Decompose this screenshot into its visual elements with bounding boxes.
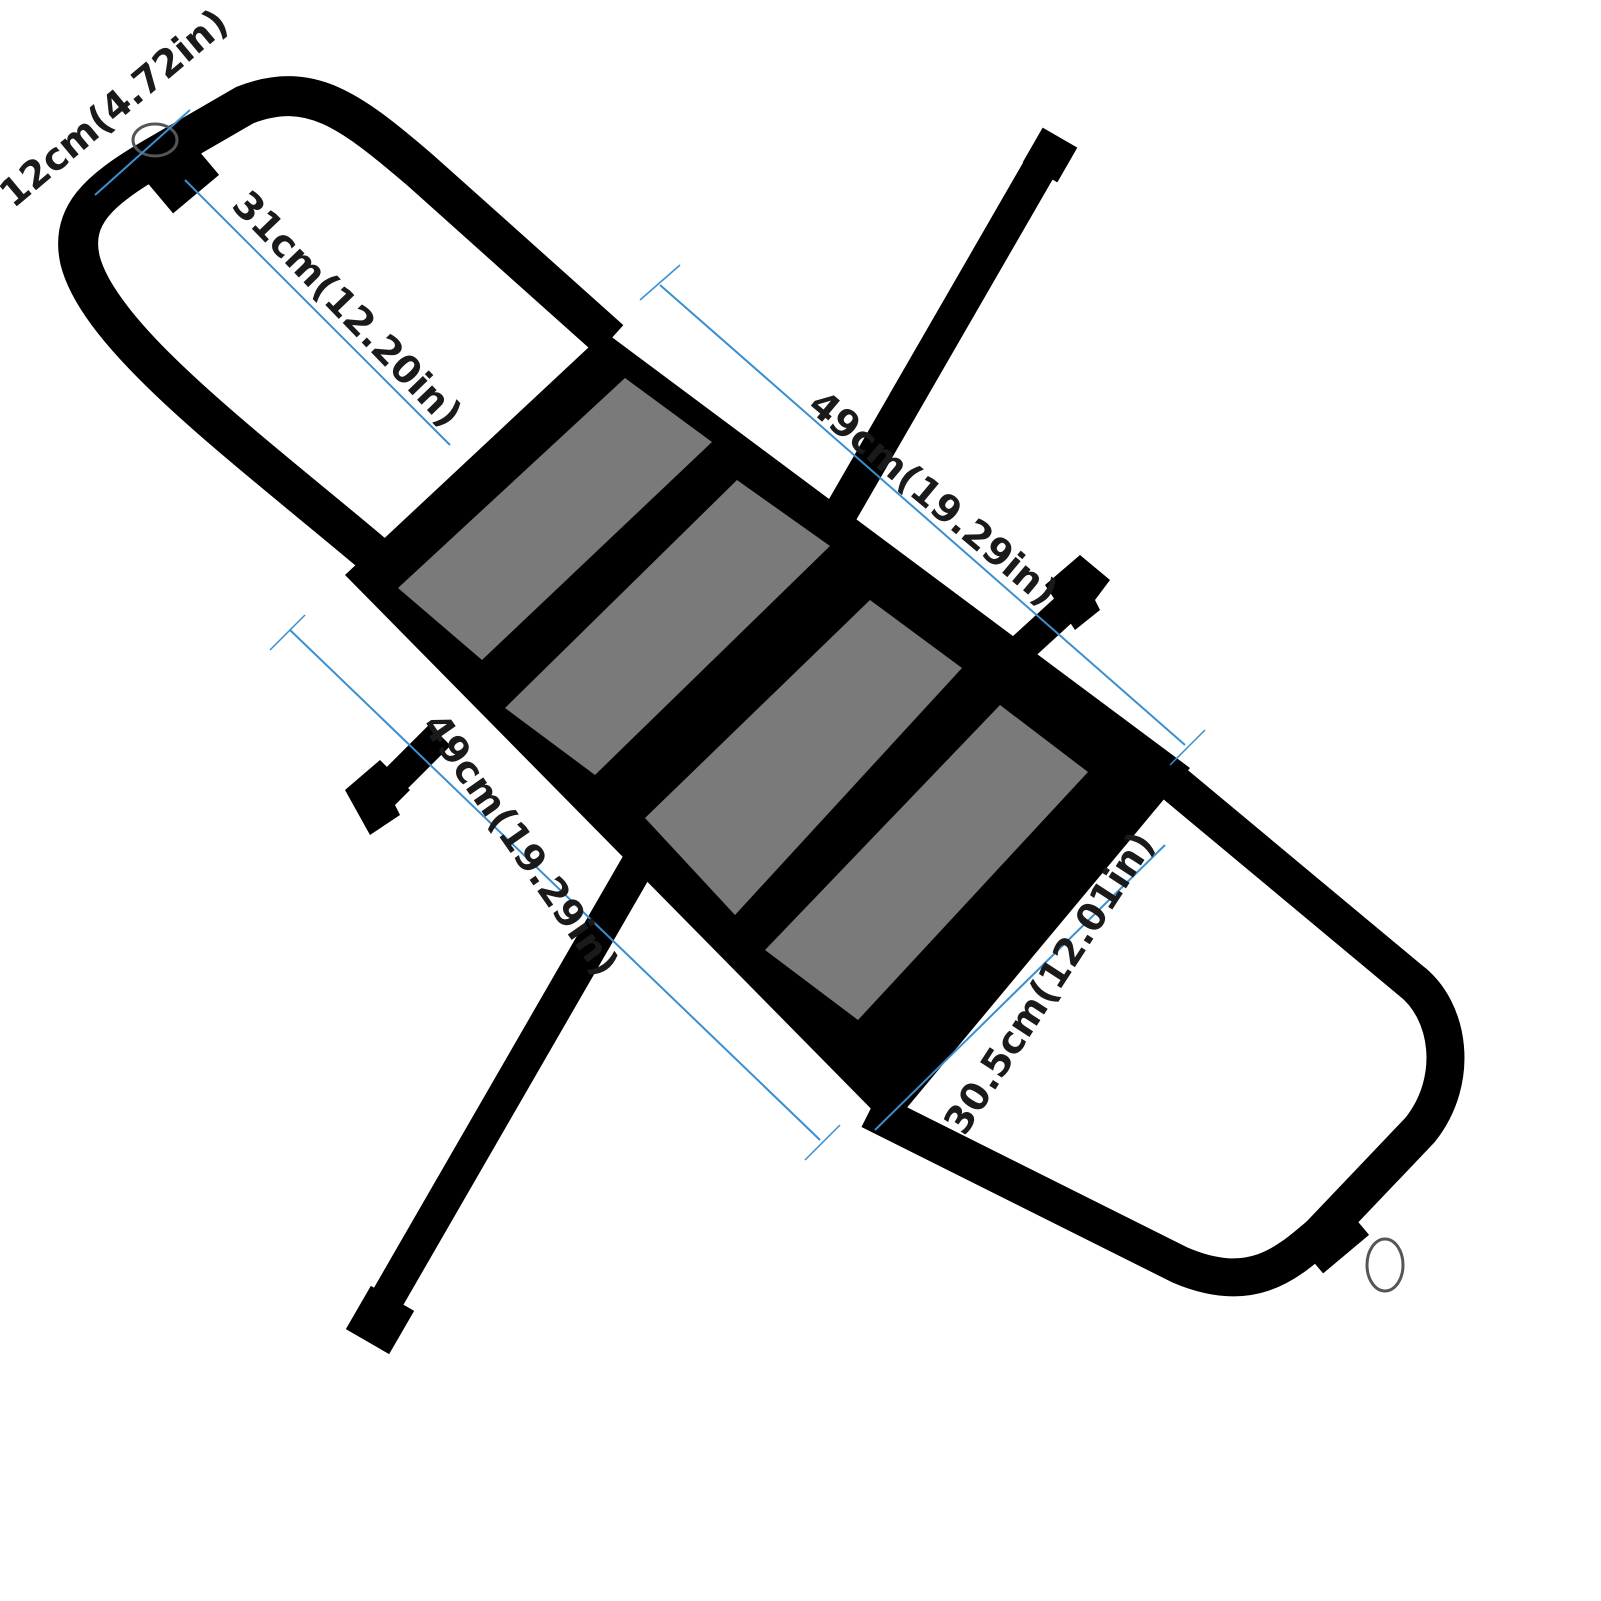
lower-loop-clip: [1290, 1196, 1370, 1274]
strap-end-top: [1022, 127, 1078, 183]
dim-tick: [269, 614, 306, 651]
buckle-right-icon: [1045, 555, 1110, 630]
dim-tick: [1169, 729, 1206, 766]
dim-line-12cm: [94, 109, 191, 196]
dim-line-49cm-left: [289, 629, 821, 1141]
d-ring-top-icon: [131, 122, 179, 158]
mesh-pocket-2: [505, 480, 830, 775]
mesh-pocket-4: [765, 705, 1088, 1020]
upper-loop-clip: [140, 136, 220, 214]
d-ring-bottom-icon: [1365, 1237, 1405, 1293]
dimension-lines: [94, 109, 1206, 1161]
label-loop-length: 31cm(12.20in): [224, 182, 471, 436]
dim-tick: [639, 264, 681, 301]
dim-line-49cm-top: [659, 284, 1186, 746]
upper-loop-strap: [58, 76, 624, 576]
mesh-pocket-3: [645, 600, 962, 915]
dim-line-30.5cm: [874, 844, 1166, 1131]
mesh-pocket-1: [398, 378, 712, 660]
dim-tick: [804, 1124, 841, 1161]
strap-end-bottom: [345, 1285, 415, 1355]
dim-line-31cm: [184, 179, 451, 446]
lower-loop-strap: [861, 765, 1465, 1297]
buckle-left-icon: [345, 760, 410, 835]
